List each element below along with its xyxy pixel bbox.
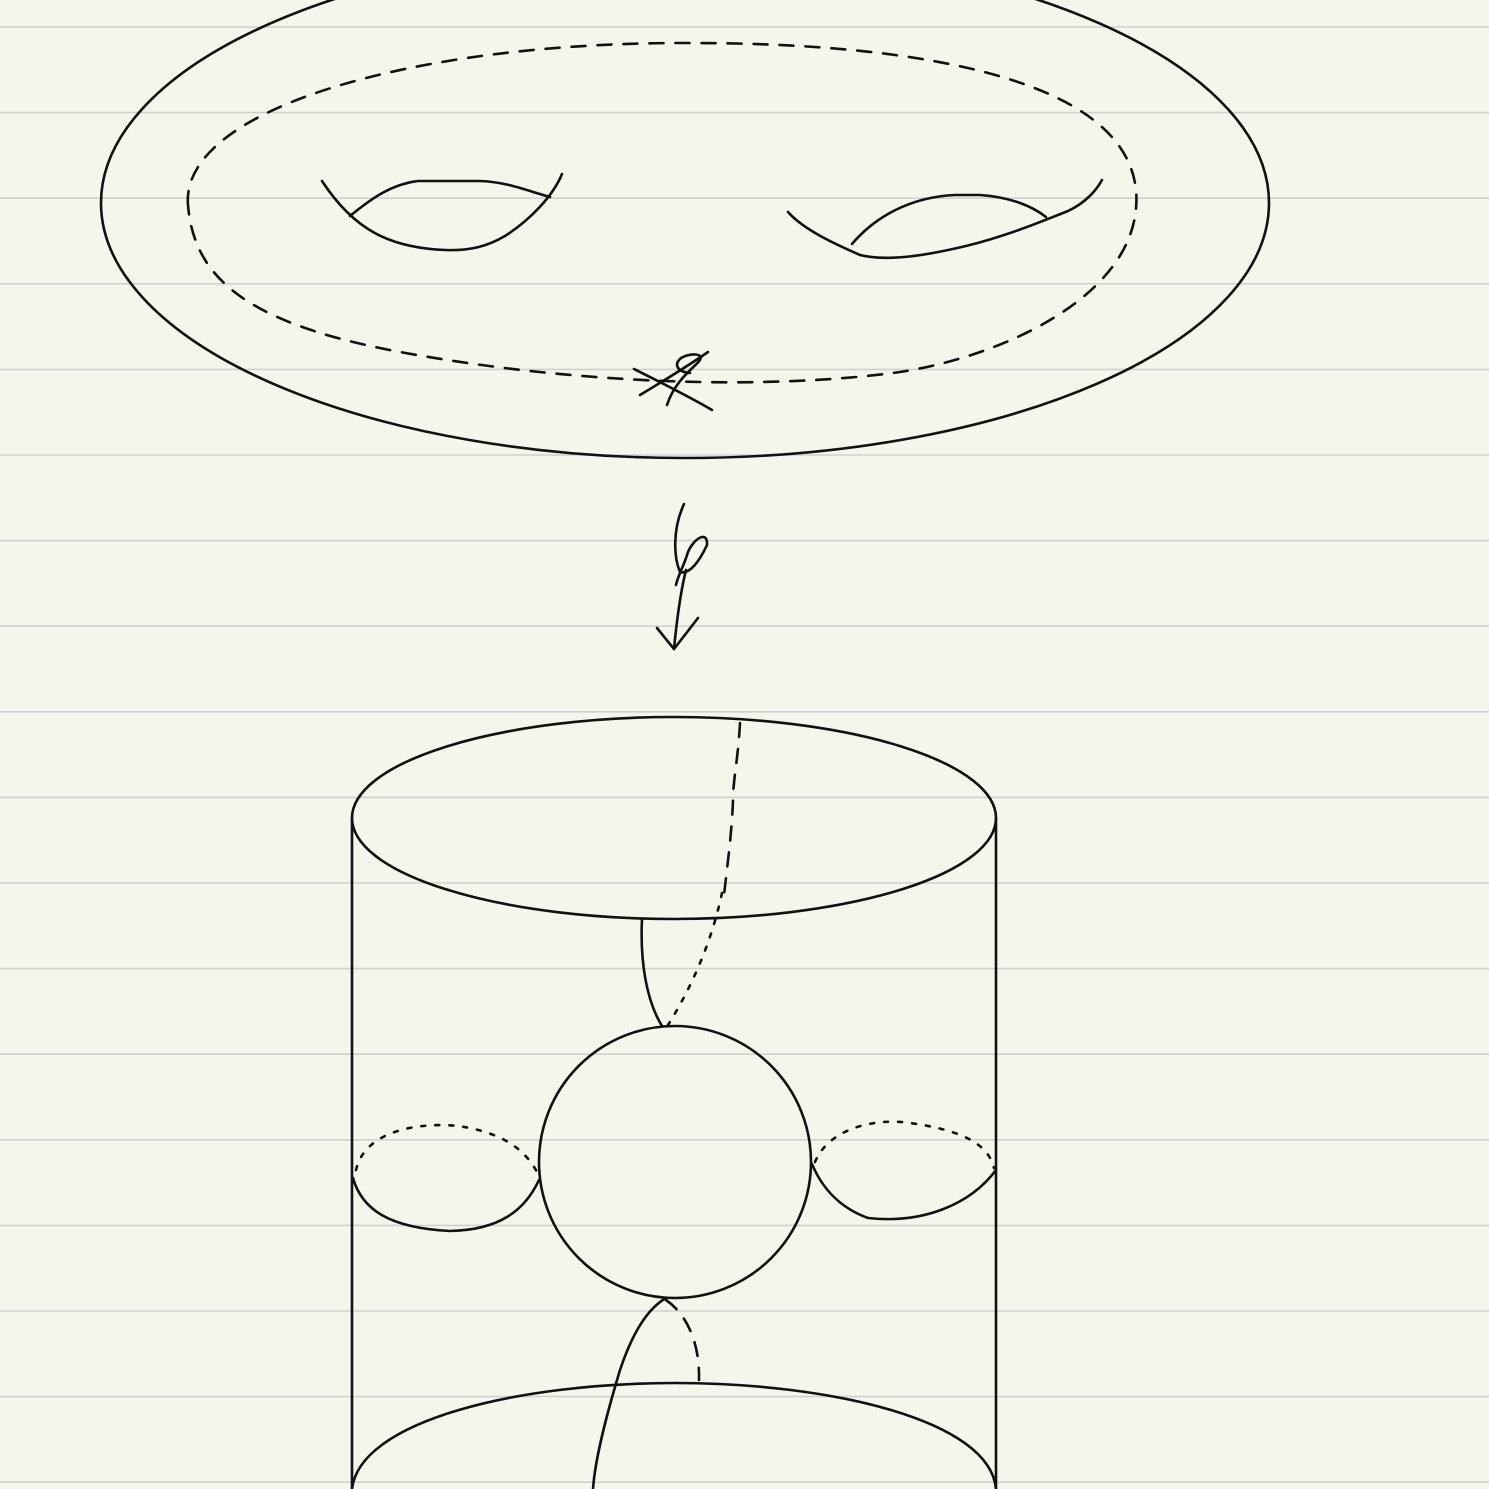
- cylinder-with-sphere: [350, 715, 998, 1489]
- phi-symbol: [673, 502, 709, 587]
- left-hole-lower-curve: [320, 172, 564, 252]
- cylinder-top-ellipse: [350, 715, 998, 921]
- arrow-shaft: [672, 568, 688, 651]
- top-cap-dashed-path: [722, 721, 742, 897]
- left-tube-bottom: [351, 1176, 541, 1233]
- upper-connecting-curve: [640, 917, 664, 1028]
- left-tube-dotted-top: [354, 1123, 540, 1176]
- sphere: [537, 1024, 813, 1300]
- right-tube-dotted-top: [813, 1120, 996, 1170]
- basepoint-x0-marker: [632, 350, 714, 412]
- upper-dotted-path: [666, 891, 724, 1027]
- cylinder-bottom-arc: [350, 1381, 998, 1489]
- ruled-lines: [0, 26, 1489, 1483]
- genus-two-surface: [99, 0, 1271, 460]
- right-hole-upper-curve: [850, 193, 1048, 246]
- dashed-loop-curve: [186, 41, 1138, 384]
- surface-outline: [99, 0, 1271, 460]
- right-hole-lower-curve: [786, 178, 1104, 260]
- arrow-head: [655, 616, 700, 651]
- right-tube-bottom: [810, 1162, 998, 1221]
- map-phi-arrow: [655, 502, 709, 651]
- lower-dashed-path: [664, 1298, 701, 1382]
- lower-connecting-curve: [591, 1296, 668, 1489]
- left-hole-upper-curve: [348, 179, 552, 218]
